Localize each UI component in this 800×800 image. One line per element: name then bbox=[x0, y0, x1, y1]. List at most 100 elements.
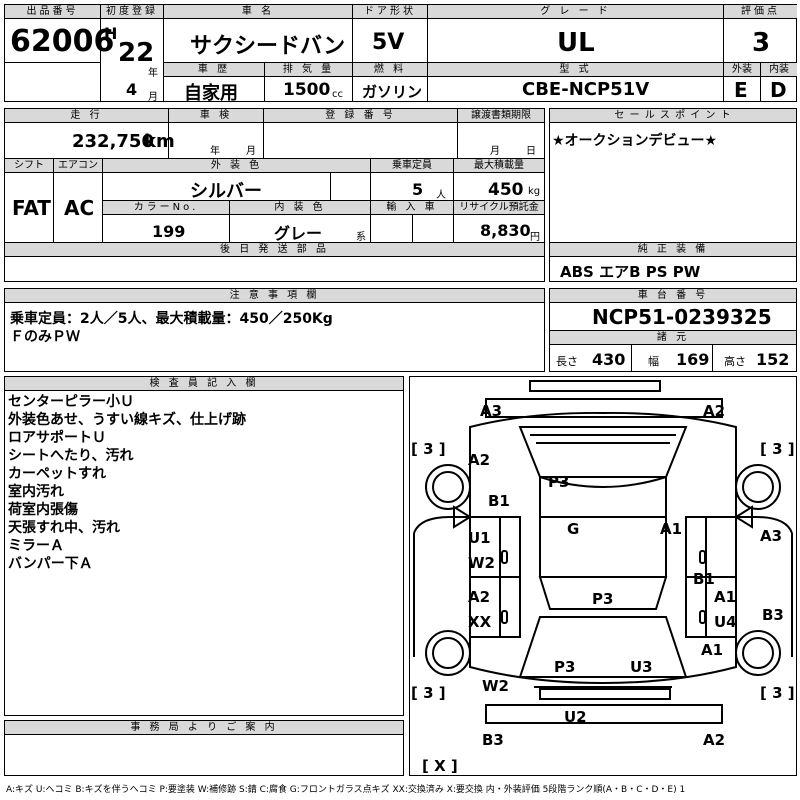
damage-mark: G bbox=[567, 520, 580, 538]
history-label: 車 歴 bbox=[164, 63, 264, 77]
mileage: 232,750 bbox=[72, 131, 154, 152]
inspection-year-unit: 年 bbox=[210, 146, 220, 157]
capacity-label: 乗車定員 bbox=[371, 159, 453, 173]
length-label: 長さ bbox=[556, 355, 578, 368]
displacement: 1500 bbox=[283, 80, 331, 100]
car-name-label: 車 名 bbox=[164, 5, 352, 19]
ac-label: エアコン bbox=[54, 159, 102, 173]
car-name: サクシードバン bbox=[190, 34, 346, 59]
shift: FAT bbox=[12, 196, 51, 220]
damage-mark: B3 bbox=[482, 731, 504, 749]
car-outline bbox=[413, 380, 793, 724]
lot-no-label: 出品番号 bbox=[5, 5, 100, 19]
damage-mark: A2 bbox=[703, 402, 726, 420]
damage-mark: W2 bbox=[482, 677, 509, 695]
damage-mark: A3 bbox=[480, 402, 503, 420]
length: 430 bbox=[592, 350, 626, 369]
transfer-label: 譲渡書類期限 bbox=[458, 109, 544, 123]
displacement-label: 排 気 量 bbox=[265, 63, 352, 77]
damage-mark: B3 bbox=[762, 606, 784, 624]
history: 自家用 bbox=[184, 83, 238, 104]
recycle: 8,830 bbox=[480, 221, 531, 240]
capacity: 5 bbox=[412, 180, 424, 199]
max-load: 450 bbox=[488, 180, 524, 200]
int-color-label: 内 装 色 bbox=[230, 201, 370, 215]
chassis-number: NCP51-0239325 bbox=[592, 305, 772, 329]
height-label: 高さ bbox=[724, 355, 746, 368]
damage-mark: P3 bbox=[554, 658, 576, 676]
damage-mark: U3 bbox=[630, 658, 653, 676]
damage-mark: [ 3 ] bbox=[760, 684, 795, 702]
model-label: 型 式 bbox=[428, 63, 723, 77]
transfer-month-unit: 月 bbox=[490, 146, 500, 157]
equipment: ABS エアB PS PW bbox=[560, 263, 701, 281]
import-label: 輸 入 車 bbox=[371, 201, 453, 215]
shift-label: シフト bbox=[5, 159, 53, 173]
color-no: 199 bbox=[152, 222, 186, 241]
damage-mark: A2 bbox=[468, 451, 491, 469]
damage-mark: A2 bbox=[468, 588, 491, 606]
displacement-unit: cc bbox=[332, 89, 343, 100]
damage-mark: U4 bbox=[714, 613, 737, 631]
damage-diagram: A3 A2 A2 B1 P3 [ 3 ] [ 3 ] U1 W2 G A1 A3… bbox=[409, 376, 797, 776]
damage-mark: W2 bbox=[468, 554, 495, 572]
legend: A:キズ U:ヘコミ B:キズを伴うヘコミ P:要塗装 W:補修跡 S:錆 C:… bbox=[6, 785, 686, 795]
inspector-line: シートへたり、汚れ bbox=[8, 448, 134, 464]
recycle-unit: 円 bbox=[530, 232, 540, 243]
grade: UL bbox=[557, 28, 595, 58]
transfer-day-unit: 日 bbox=[526, 146, 536, 157]
office-label: 事 務 局 よ り ご 案 内 bbox=[5, 721, 403, 735]
mileage-label: 走 行 bbox=[5, 109, 168, 123]
damage-mark: A1 bbox=[714, 588, 737, 606]
inspector-line: バンパー下Ａ bbox=[8, 556, 93, 572]
reg-year-unit: 年 bbox=[148, 68, 158, 79]
inspector-line: 室内汚れ bbox=[8, 484, 64, 500]
ext-color: シルバー bbox=[190, 181, 262, 202]
later-parts-label: 後 日 発 送 部 品 bbox=[5, 243, 544, 257]
max-load-unit: kg bbox=[528, 186, 541, 197]
damage-mark: A1 bbox=[660, 520, 683, 538]
mileage-unit: km bbox=[144, 131, 175, 152]
damage-mark: A3 bbox=[760, 527, 783, 545]
recycle-label: リサイクル預託金 bbox=[454, 201, 544, 215]
int-color-unit: 系 bbox=[356, 232, 366, 243]
width-label: 幅 bbox=[648, 355, 659, 368]
sales-point: ★オークションデビュー★ bbox=[552, 133, 718, 149]
reg-month: 4 bbox=[126, 80, 138, 99]
damage-mark: P3 bbox=[548, 473, 570, 491]
damage-mark: [ 3 ] bbox=[411, 684, 446, 702]
inspector-line: 天張すれ中、汚れ bbox=[8, 520, 120, 536]
damage-mark: U1 bbox=[468, 529, 491, 547]
reg-month-unit: 月 bbox=[148, 92, 158, 103]
damage-mark: U2 bbox=[564, 708, 587, 726]
caution-line: ＦのみＰＷ bbox=[10, 329, 80, 345]
damage-mark: [ 3 ] bbox=[760, 440, 795, 458]
inspector-block bbox=[4, 376, 404, 716]
inspection-label: 車 検 bbox=[169, 109, 263, 123]
inspector-line: 外装色あせ、うすい線キズ、仕上げ跡 bbox=[8, 412, 246, 428]
inspector-line: 荷室内張傷 bbox=[8, 502, 78, 518]
sales-point-label: セ ー ル ス ポ イ ン ト bbox=[550, 109, 796, 123]
capacity-unit: 人 bbox=[436, 190, 446, 201]
chassis-label: 車 台 番 号 bbox=[550, 289, 796, 303]
caution-label: 注 意 事 項 欄 bbox=[5, 289, 544, 303]
first-reg-label: 初度登録 bbox=[101, 5, 163, 19]
color-no-label: カラーNo. bbox=[103, 201, 229, 215]
damage-mark: XX bbox=[468, 613, 492, 631]
doors-label: ドア形状 bbox=[353, 5, 427, 19]
inspection-month-unit: 月 bbox=[246, 146, 256, 157]
damage-mark: A1 bbox=[701, 641, 724, 659]
fuel: ガソリン bbox=[362, 83, 423, 101]
width: 169 bbox=[676, 350, 710, 369]
damage-mark: B1 bbox=[488, 492, 510, 510]
caution-line: 乗車定員：2人／5人、最大積載量：450／250Kg bbox=[10, 311, 333, 327]
grade-label: グ レ ー ド bbox=[428, 5, 723, 19]
era: H bbox=[104, 24, 118, 43]
reg-year: 22 bbox=[118, 38, 155, 68]
doors: 5V bbox=[372, 30, 405, 55]
damage-mark: B1 bbox=[693, 570, 715, 588]
fuel-label: 燃 料 bbox=[353, 63, 427, 77]
score-label: 評価点 bbox=[724, 5, 797, 19]
inspector-label: 検 査 員 記 入 欄 bbox=[5, 377, 403, 391]
inspector-line: ロアサポートＵ bbox=[8, 430, 106, 446]
